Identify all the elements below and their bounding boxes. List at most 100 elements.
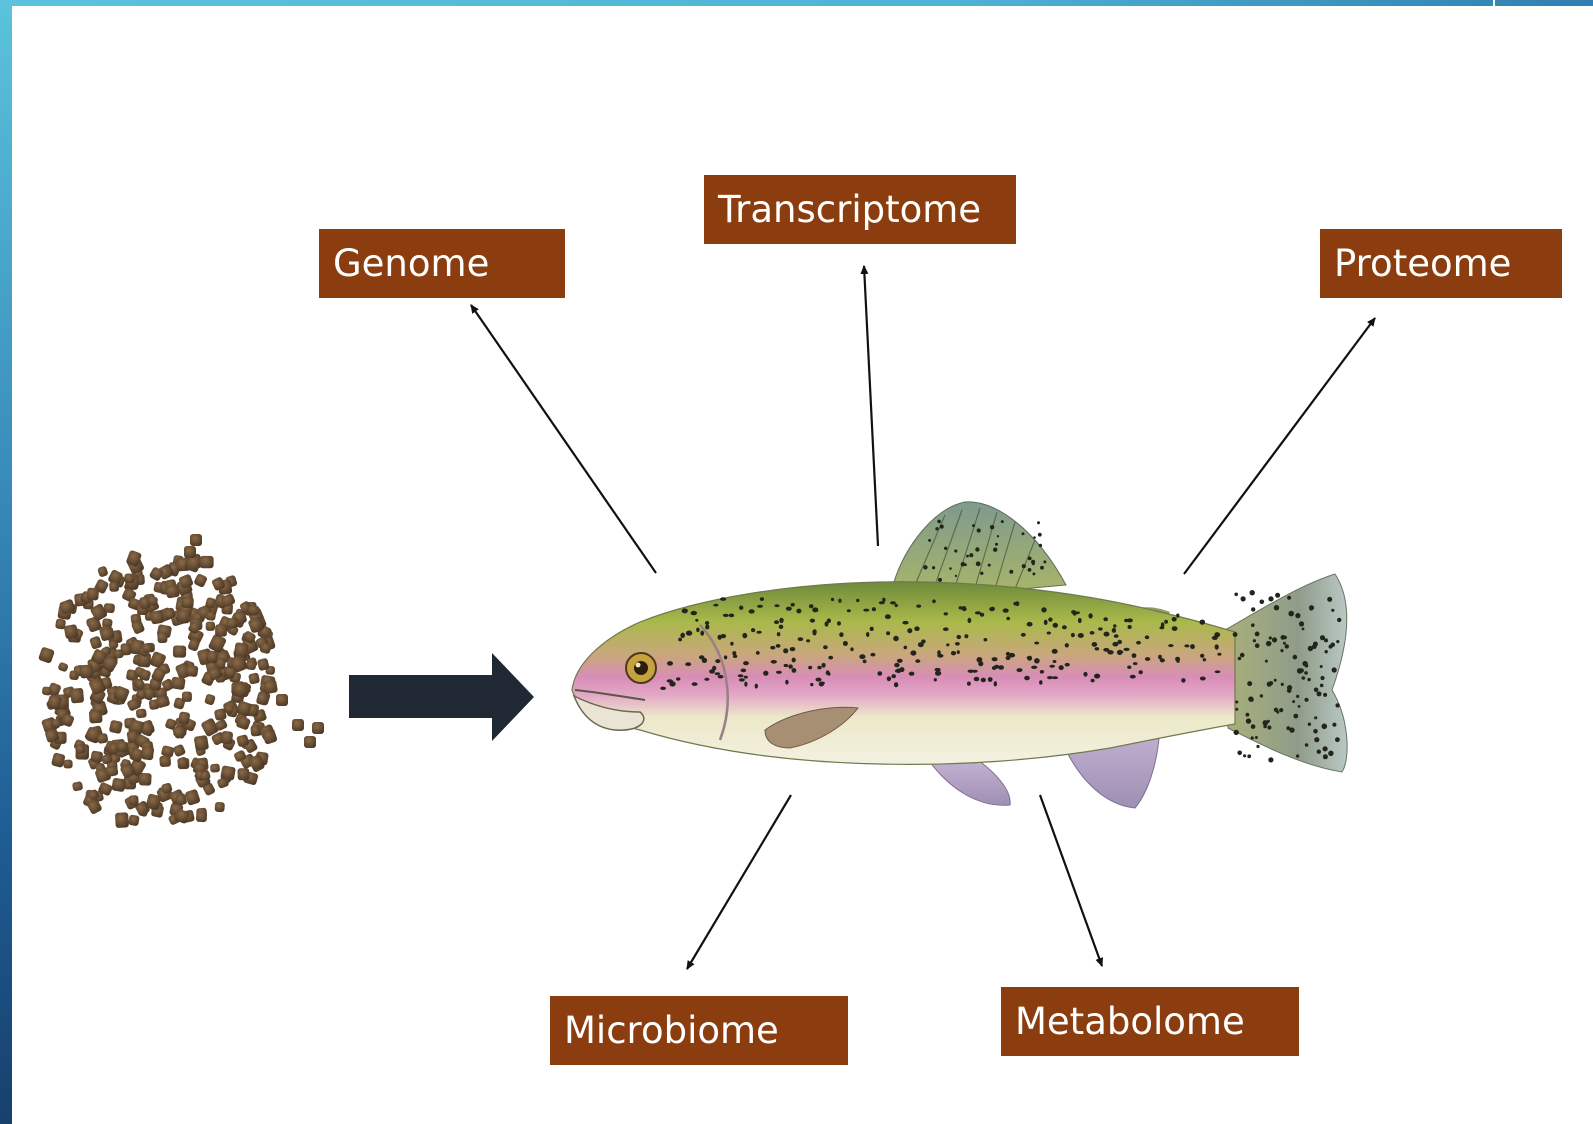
trout-spot <box>1013 602 1018 606</box>
trout-spot <box>972 670 978 673</box>
trout-spot <box>1288 611 1294 617</box>
trout-spot <box>886 631 890 635</box>
trout-spot <box>1112 642 1118 647</box>
feed-pellet <box>204 693 216 705</box>
trout-spot <box>1287 596 1291 600</box>
trout-spot <box>838 599 841 603</box>
trout-spot <box>856 599 859 602</box>
feed-pellet <box>115 812 129 828</box>
trout-spot <box>984 638 988 641</box>
feed-pellet <box>89 635 103 649</box>
trout-spot <box>792 668 797 673</box>
feed-pellet <box>276 694 288 706</box>
feed-pellet <box>128 795 138 805</box>
trout-spot <box>1017 668 1023 672</box>
transcriptome-label-text: Transcriptome <box>718 191 981 228</box>
trout-spot <box>1071 633 1075 637</box>
metabolome-label: Metabolome <box>1001 987 1299 1056</box>
microbiome-label-text: Microbiome <box>564 1012 779 1049</box>
trout-spot <box>1263 720 1269 726</box>
trout-spot <box>1317 750 1321 754</box>
feed-pellet <box>173 645 186 657</box>
feed-pellet <box>185 665 199 678</box>
trout-spot <box>879 601 885 604</box>
trout-spot <box>825 621 829 626</box>
trout-spot <box>1324 638 1328 642</box>
trout-spot <box>891 674 896 678</box>
trout-spot <box>776 644 781 648</box>
trout-spot <box>667 661 673 666</box>
trout-spot <box>744 682 747 687</box>
trout-spot <box>887 676 891 681</box>
trout-spot <box>730 642 733 646</box>
feed-pellet <box>237 768 249 780</box>
trout-spot <box>1267 726 1271 730</box>
trout-spot <box>686 631 692 636</box>
trout-spot <box>1323 754 1328 759</box>
feed-pellet <box>109 720 123 734</box>
trout-spot <box>1048 618 1052 622</box>
feed-pellet <box>178 711 190 725</box>
trout-spot <box>1268 596 1273 601</box>
trout-spot <box>935 527 938 530</box>
trout-spot <box>1032 572 1035 575</box>
trout-spot <box>1255 736 1258 739</box>
trout-spot <box>915 659 920 663</box>
trout-spot <box>975 611 981 614</box>
trout-spot <box>739 678 745 681</box>
trout-spot <box>863 609 869 612</box>
trout-spot <box>1034 658 1040 663</box>
trout-spot <box>1308 646 1313 651</box>
trout-spot <box>902 621 908 625</box>
feed-pellet <box>247 605 259 616</box>
trout-spot <box>1038 533 1042 537</box>
feed-pellet <box>111 778 126 793</box>
trout-spot <box>1184 644 1189 647</box>
trout-spot <box>1314 688 1319 693</box>
feed-pellet <box>184 789 200 806</box>
trout-spot <box>957 650 960 654</box>
trout-spot <box>660 687 666 690</box>
trout-spot <box>810 619 815 623</box>
trout-spot <box>1215 644 1219 649</box>
feed-pellet <box>190 534 202 546</box>
trout-spot <box>977 528 981 532</box>
trout-spot <box>990 525 994 529</box>
trout-spot <box>757 605 763 608</box>
trout-spot <box>749 609 755 613</box>
trout-spot <box>1335 703 1339 707</box>
trout-spot <box>1107 650 1113 654</box>
trout-spot <box>1260 694 1263 697</box>
trout-spot <box>739 606 743 610</box>
trout-spot <box>1298 705 1301 708</box>
trout-spot <box>992 657 998 661</box>
trout-spot <box>1255 632 1260 637</box>
trout-spot <box>980 572 983 575</box>
trout-spot <box>1172 626 1178 631</box>
trout-spot <box>1175 657 1180 662</box>
trout-spot <box>1001 520 1004 523</box>
feed-pellet <box>80 664 94 678</box>
feed-pellet <box>141 746 154 761</box>
trout-spot <box>1053 660 1057 663</box>
trout-spot <box>1133 662 1138 665</box>
trout-spot <box>921 639 926 643</box>
trout-spot <box>957 635 962 639</box>
trout-spot <box>1114 634 1119 638</box>
feed-pellet <box>171 676 186 690</box>
trout-spot <box>1285 644 1289 648</box>
trout-spot <box>1336 640 1339 643</box>
feed-pellet <box>196 811 207 822</box>
trout-spot <box>1112 628 1116 633</box>
trout-spot <box>1292 700 1295 703</box>
trout-spot <box>1168 644 1173 647</box>
trout-spot <box>1246 718 1251 723</box>
trout-spot <box>1200 677 1206 681</box>
trout-spot <box>1181 678 1185 683</box>
trout-spot <box>1176 614 1179 618</box>
arrow-to-transcriptome <box>864 266 878 546</box>
feed-pellet <box>221 731 233 745</box>
trout-spot <box>1335 737 1340 742</box>
trout-spot <box>691 611 697 615</box>
trout-spot <box>1078 633 1084 638</box>
